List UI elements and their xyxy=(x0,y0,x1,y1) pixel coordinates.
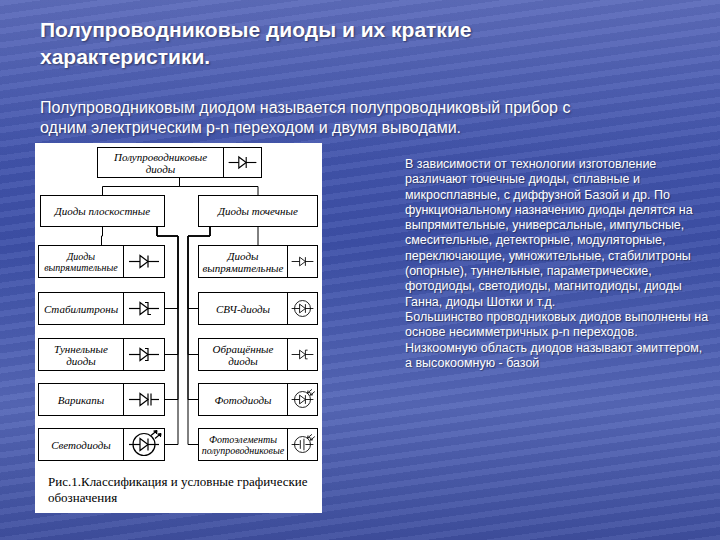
definition-text: Полупроводниковым диодом называется полу… xyxy=(40,98,620,138)
diode-symbol xyxy=(224,148,261,177)
classification-box: Фотодиоды xyxy=(198,383,318,416)
box-label: Туннельные диоды xyxy=(41,343,121,367)
box-label: Фотоэлементы полупроводниковые xyxy=(201,434,285,456)
box-label: Диоды плоскостные xyxy=(55,205,150,217)
box-label: Диоды выпрямительные xyxy=(41,251,121,273)
symbol-cell xyxy=(123,429,164,460)
box-label: СВЧ-диоды xyxy=(216,303,270,315)
box-text-area: Обращённые диоды xyxy=(199,339,287,370)
category-box: Диоды плоскостные xyxy=(40,195,165,227)
box-text-area: Фотоэлементы полупроводниковые xyxy=(199,429,287,460)
box-text-area: Стабилитроны xyxy=(39,293,123,324)
symbol-cell xyxy=(287,339,317,370)
connector-line xyxy=(102,227,103,245)
box-label: Обращённые диоды xyxy=(201,343,285,367)
box-label: Стабилитроны xyxy=(44,303,118,315)
box-text-area: Светодиоды xyxy=(39,429,123,460)
diode-symbol xyxy=(288,384,317,415)
diode-symbol xyxy=(288,246,317,277)
body-paragraph: Большинство проводниковых диодов выполне… xyxy=(405,310,710,371)
box-text-area: Диоды точечные xyxy=(199,196,317,226)
box-text-area: Диоды выпрямительные xyxy=(39,246,123,277)
classification-box: Варикапы xyxy=(38,383,165,416)
symbol-cell xyxy=(123,293,164,324)
box-text-area: Полупроводниковые диоды xyxy=(98,148,223,177)
box-text-area: СВЧ-диоды xyxy=(199,293,287,324)
diode-symbol xyxy=(124,246,164,277)
box-text-area: Фотодиоды xyxy=(199,384,287,415)
box-label: Диоды выпрямительные xyxy=(201,250,285,274)
box-text-area: Туннельные диоды xyxy=(39,339,123,370)
box-text-area: Диоды плоскостные xyxy=(41,196,164,226)
connector-line xyxy=(180,178,259,195)
symbol-cell xyxy=(287,246,317,277)
classification-box: СВЧ-диоды xyxy=(198,292,318,325)
box-label: Фотодиоды xyxy=(214,394,271,406)
symbol-cell xyxy=(123,384,164,415)
box-label: Варикапы xyxy=(58,394,105,406)
classification-box: Фотоэлементы полупроводниковые xyxy=(198,428,318,461)
diode-symbol xyxy=(124,293,164,324)
box-label: Светодиоды xyxy=(51,439,111,451)
diode-symbol xyxy=(124,339,164,370)
diode-symbol xyxy=(288,293,317,324)
text-column: В зависимости от технологии изготовление… xyxy=(405,157,710,371)
diode-symbol xyxy=(288,429,317,460)
connector-line xyxy=(258,227,259,245)
category-box: Диоды точечные xyxy=(198,195,318,227)
symbol-cell xyxy=(123,246,164,277)
classification-box: Диоды выпрямительные xyxy=(198,245,318,278)
diode-symbol xyxy=(124,384,164,415)
box-text-area: Диоды выпрямительные xyxy=(199,246,287,277)
classification-box: Обращённые диоды xyxy=(198,338,318,371)
classification-box: Туннельные диоды xyxy=(38,338,165,371)
symbol-cell xyxy=(287,429,317,460)
classification-box: Светодиоды xyxy=(38,428,165,461)
symbol-cell xyxy=(287,384,317,415)
box-text-area: Варикапы xyxy=(39,384,123,415)
box-label: Полупроводниковые диоды xyxy=(100,151,221,175)
diode-symbol xyxy=(288,339,317,370)
diode-symbol xyxy=(124,429,164,460)
body-paragraph: В зависимости от технологии изготовление… xyxy=(405,157,710,310)
symbol-cell xyxy=(287,293,317,324)
classification-box: Диоды выпрямительные xyxy=(38,245,165,278)
box-label: Диоды точечные xyxy=(218,205,298,217)
classification-box: Стабилитроны xyxy=(38,292,165,325)
connector-line xyxy=(103,178,180,195)
symbol-cell xyxy=(223,148,261,177)
slide-title: Полупроводниковые диоды и их краткие хар… xyxy=(40,16,600,70)
classification-box: Полупроводниковые диоды xyxy=(97,147,262,178)
figure-caption: Рис.1.Классификация и условные графическ… xyxy=(48,474,313,506)
symbol-cell xyxy=(123,339,164,370)
